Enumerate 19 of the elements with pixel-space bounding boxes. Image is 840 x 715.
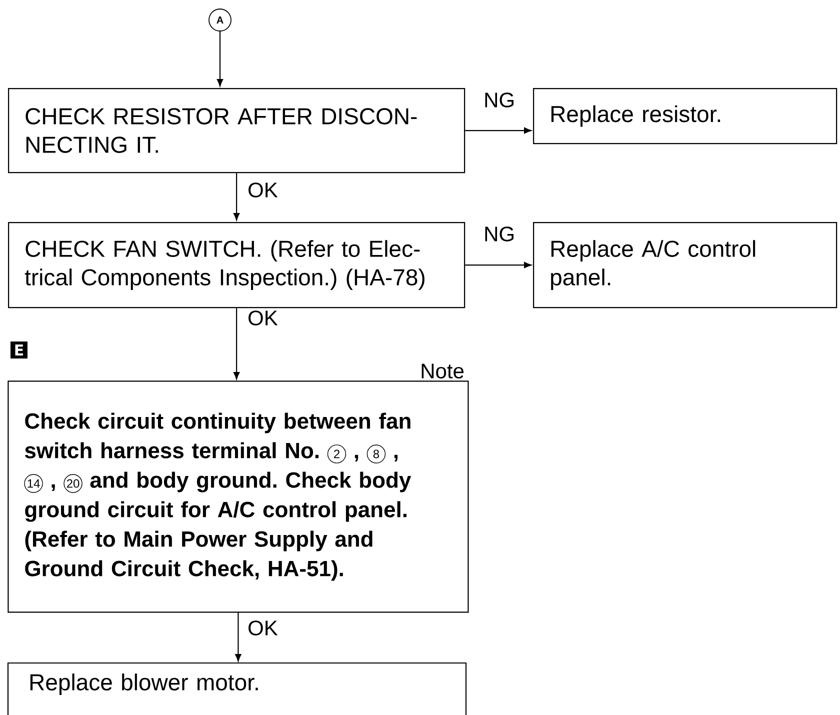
arrow [216,31,224,86]
process-box: CHECK RESISTOR AFTER DISCON- NECTING IT. [8,88,466,174]
arrow [233,308,240,380]
process-box: CHECK FAN SWITCH. (Refer to Elec- trical Components Inspection.) (HA-78) [8,222,466,308]
process-box: Replace blower motor. [7,662,467,715]
edge-label: OK [246,182,279,198]
edge-label: NG [482,226,516,242]
edge-label: OK [246,620,279,636]
arrow [235,612,242,662]
circled-letter: A [208,8,232,32]
arrow [233,173,240,220]
edge-label: OK [246,310,279,326]
note-label: Note [422,364,464,378]
process-box: Check circuit continuity between fan switch harness terminal No. 2 , 8 , 14 , 20 and body ground. Check body ground circuit for A/C control panel. (Refer to Main Power Supply and Ground Circuit Check, HA-51). [8,380,469,613]
process-box: Replace A/C control panel. [533,222,838,308]
process-box: Replace resistor. [533,88,838,144]
edge-label: NG [482,92,516,108]
arrow [465,262,532,268]
arrow [465,127,532,134]
